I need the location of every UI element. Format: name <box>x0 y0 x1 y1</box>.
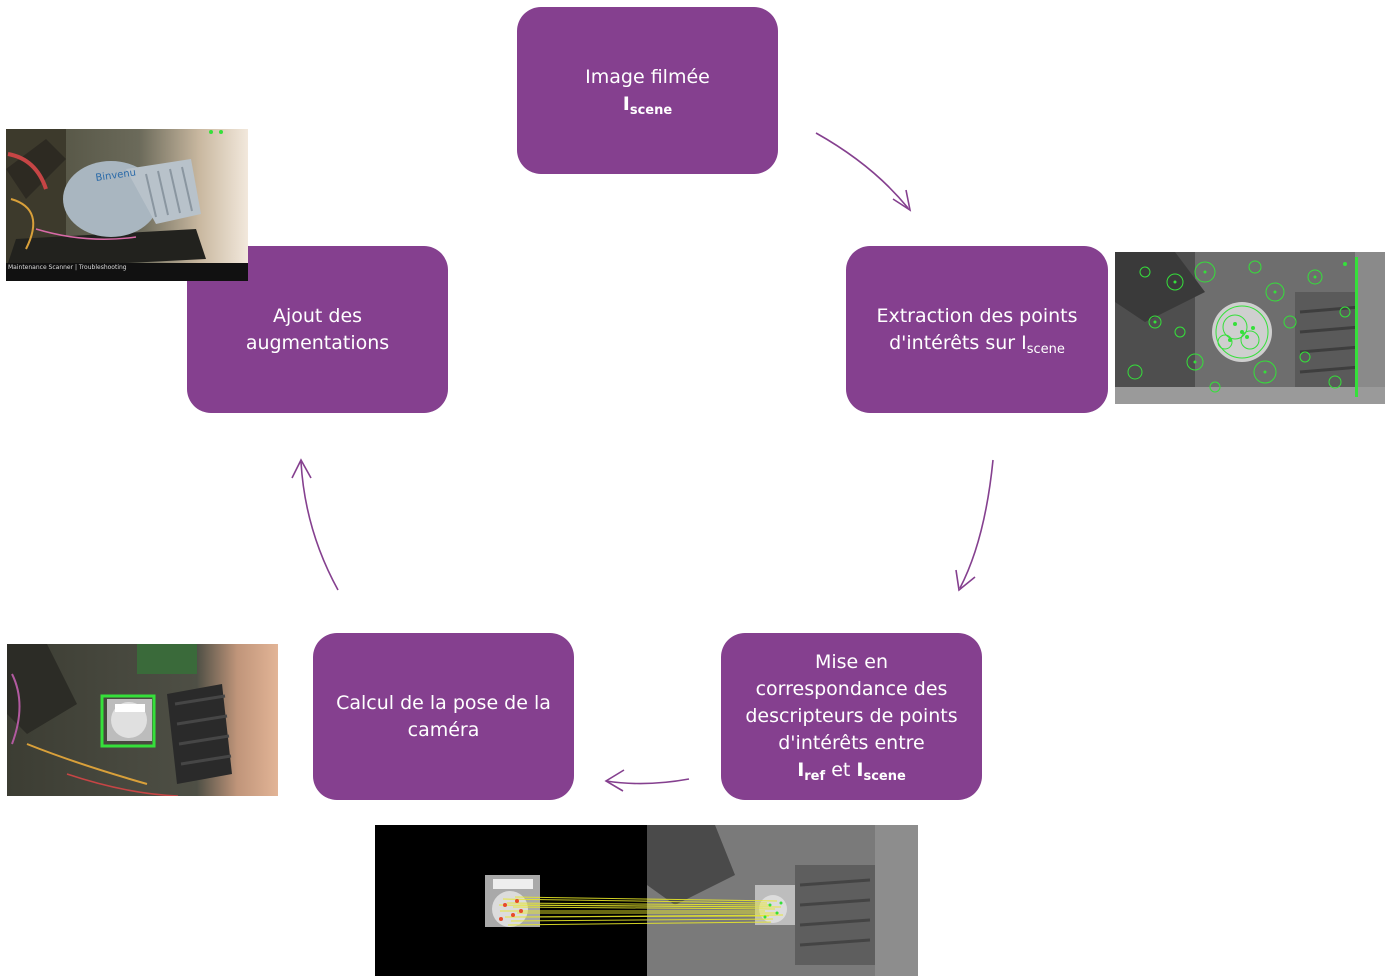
pose-thumbnail <box>7 644 278 796</box>
arrow-pose-to-augment <box>300 461 339 591</box>
arrow-matching-to-pose <box>605 778 690 785</box>
step-augment-line1: Ajout des <box>272 304 363 327</box>
step-matching-line2: correspondance des <box>755 678 948 700</box>
step-matching-line1: Mise en <box>814 651 889 673</box>
step-matching-line4: d'intérêts entre <box>778 732 925 754</box>
matching-thumbnail <box>375 825 918 976</box>
step-extraction: Extraction des points d'intérêts sur Isc… <box>846 246 1108 413</box>
step-image-symbol: Iscene <box>622 92 673 118</box>
step-extraction-line2: d'intérêts sur Iscene <box>889 331 1065 357</box>
keypoints-thumbnail <box>1115 252 1385 404</box>
arrow-image-to-extraction <box>815 132 909 209</box>
step-augment-line2: augmentations <box>245 331 390 354</box>
step-matching-symbols: Iref et Iscene <box>797 759 906 784</box>
step-pose-line1: Calcul de la pose de la <box>336 691 551 714</box>
step-matching-line3: descripteurs de points <box>745 705 958 727</box>
arrow-extraction-to-matching <box>959 459 994 589</box>
step-augmentations: Ajout des augmentations <box>187 246 448 413</box>
step-extraction-line1: Extraction des points <box>876 304 1078 327</box>
step-pose: Calcul de la pose de la caméra <box>313 633 574 800</box>
status-bar-text: Maintenance Scanner | Troubleshooting <box>8 264 127 271</box>
step-matching: Mise en correspondance des descripteurs … <box>721 633 982 800</box>
augmented-view-thumbnail: Binvenu Maintenance Scanner | Troublesho… <box>6 129 248 281</box>
step-pose-line2: caméra <box>407 718 480 741</box>
step-image-title: Image filmée <box>585 65 710 88</box>
step-image-filmee: Image filmée Iscene <box>517 7 778 174</box>
